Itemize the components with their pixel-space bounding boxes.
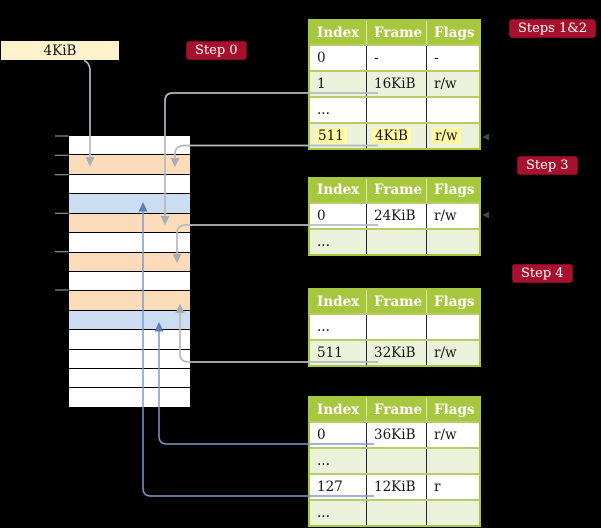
memory-frame-data bbox=[69, 194, 190, 213]
memory-frame-pagetable bbox=[69, 155, 190, 174]
cell-frame: 24KiB bbox=[374, 207, 416, 224]
cell-flags: r bbox=[434, 479, 441, 495]
cell-frame: 12KiB bbox=[374, 479, 416, 495]
root-pointer-label: 4KiB bbox=[43, 42, 77, 59]
column-header-flags: Flags bbox=[426, 178, 479, 202]
column-header-frame: Frame bbox=[366, 290, 426, 313]
row-pointer-icon bbox=[482, 133, 489, 141]
cell-index: ... bbox=[317, 319, 330, 335]
cell-frame: 36KiB bbox=[374, 427, 416, 443]
page-table-step-3: Index Frame Flags 0 24KiB r/w ... bbox=[308, 176, 481, 256]
table-header: Index Frame Flags bbox=[310, 398, 479, 421]
table-row: ... bbox=[310, 227, 479, 254]
memory-frame-free bbox=[69, 233, 190, 252]
memory-frame-free bbox=[69, 349, 190, 369]
table-header: Index Frame Flags bbox=[310, 290, 479, 313]
column-header-frame: Frame bbox=[366, 178, 426, 202]
page-table-step-4-lower: Index Frame Flags 0 36KiB r/w ... 127 12… bbox=[308, 396, 481, 527]
cell-flags: r/w bbox=[434, 345, 457, 361]
cell-flags: r/w bbox=[434, 427, 457, 443]
table-row: 0 - - bbox=[310, 44, 479, 70]
physical-memory-stack bbox=[69, 136, 190, 407]
badge-step-4: Step 4 bbox=[512, 264, 573, 283]
cell-frame: - bbox=[374, 50, 379, 66]
tick-marks bbox=[55, 135, 69, 291]
table-row: 127 12KiB r bbox=[310, 473, 479, 499]
cell-flags: r/w bbox=[432, 128, 461, 144]
cell-frame: 16KiB bbox=[374, 76, 416, 92]
table-row: 0 24KiB r/w bbox=[310, 201, 479, 228]
table-header: Index Frame Flags bbox=[310, 178, 479, 202]
table-row-highlighted: 511 4KiB r/w bbox=[310, 122, 479, 148]
column-header-index: Index bbox=[317, 401, 360, 418]
cell-index: ... bbox=[317, 233, 330, 250]
cell-index: ... bbox=[317, 102, 330, 118]
cell-index: ... bbox=[317, 505, 330, 521]
cell-frame: 32KiB bbox=[374, 345, 416, 361]
memory-frame-free bbox=[69, 136, 190, 155]
badge-step-3: Step 3 bbox=[517, 156, 578, 175]
memory-frame-free bbox=[69, 388, 190, 407]
cell-frame: 4KiB bbox=[372, 128, 411, 144]
memory-frame-free bbox=[69, 330, 190, 349]
memory-frame-data bbox=[69, 310, 190, 330]
column-header-index: Index bbox=[317, 24, 360, 41]
cell-flags: r/w bbox=[434, 76, 457, 92]
page-table-steps-1-2: Index Frame Flags 0 - - 1 16KiB r/w ... … bbox=[308, 19, 481, 150]
column-header-frame: Frame bbox=[366, 21, 426, 44]
memory-frame-free bbox=[69, 271, 190, 291]
cell-index: 127 bbox=[317, 479, 343, 495]
table-row: ... bbox=[310, 96, 479, 122]
cell-index: 0 bbox=[317, 50, 326, 66]
column-header-flags: Flags bbox=[426, 290, 479, 313]
memory-frame-pagetable bbox=[69, 213, 190, 233]
row-pointer-icon bbox=[482, 211, 489, 219]
table-row: 511 32KiB r/w bbox=[310, 339, 479, 365]
memory-frame-free bbox=[69, 369, 190, 388]
badge-steps-1-2: Steps 1&2 bbox=[509, 19, 597, 38]
cell-index: 0 bbox=[317, 427, 326, 443]
table-row: ... bbox=[310, 499, 479, 525]
table-row: 0 36KiB r/w bbox=[310, 421, 479, 447]
column-header-index: Index bbox=[317, 293, 360, 310]
table-header: Index Frame Flags bbox=[310, 21, 479, 44]
cell-index: 511 bbox=[317, 345, 343, 361]
table-row: ... bbox=[310, 313, 479, 339]
memory-frame-pagetable bbox=[69, 291, 190, 310]
column-header-index: Index bbox=[317, 182, 360, 198]
table-row: ... bbox=[310, 447, 479, 473]
column-header-frame: Frame bbox=[366, 398, 426, 421]
table-row: 1 16KiB r/w bbox=[310, 70, 479, 96]
memory-frame-free bbox=[69, 174, 190, 194]
memory-frame-pagetable bbox=[69, 252, 190, 271]
cell-index: ... bbox=[317, 453, 330, 469]
root-pointer-box: 4KiB bbox=[1, 41, 119, 60]
cell-flags: r/w bbox=[434, 207, 457, 224]
cell-flags: - bbox=[434, 50, 439, 66]
cell-index: 0 bbox=[317, 207, 326, 224]
column-header-flags: Flags bbox=[426, 398, 479, 421]
cell-index: 1 bbox=[317, 76, 326, 92]
badge-step-0: Step 0 bbox=[186, 41, 247, 60]
cell-index: 511 bbox=[315, 128, 347, 144]
page-table-step-4-upper: Index Frame Flags ... 511 32KiB r/w bbox=[308, 288, 481, 367]
column-header-flags: Flags bbox=[426, 21, 479, 44]
